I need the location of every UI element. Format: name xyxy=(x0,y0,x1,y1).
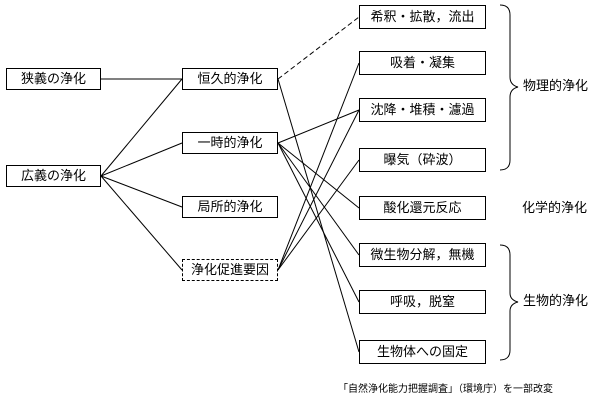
edge-broad-temporary xyxy=(100,142,183,177)
node-adsorption-aggregation: 吸着・凝集 xyxy=(359,51,486,75)
edge-promote-adsorption xyxy=(277,62,360,271)
node-local-purification: 局所的浄化 xyxy=(182,196,278,218)
group-chemical-purification: 化学的浄化 xyxy=(522,201,588,216)
node-sedimentation-filtration: 沈降・堆積・濾過 xyxy=(359,98,486,122)
node-broad-purification: 広義の浄化 xyxy=(6,165,101,187)
node-respiration-denitrification: 呼吸，脱窒 xyxy=(359,290,486,314)
node-dilution-diffusion: 希釈・拡散，流出 xyxy=(359,5,486,29)
node-temporary-purification: 一時的浄化 xyxy=(182,132,278,154)
node-biological-fixation: 生物体への固定 xyxy=(359,340,486,364)
edge-broad-permanent xyxy=(100,78,183,177)
edge-temporary-sedimentation xyxy=(277,109,360,144)
node-aeration: 曝気（砕波） xyxy=(359,148,486,172)
node-narrow-purification: 狭義の浄化 xyxy=(6,68,101,90)
brace-biological xyxy=(499,244,519,361)
brace-physical xyxy=(499,4,519,171)
edge-broad-promote xyxy=(100,175,183,271)
group-biological-purification: 生物的浄化 xyxy=(523,294,589,309)
source-caption: 「自然浄化能力把握調査」（環境庁）を一部改変 xyxy=(338,384,553,395)
edge-permanent-dilution xyxy=(277,16,360,80)
node-promotion-factor: 浄化促進要因 xyxy=(182,259,278,281)
node-microbial-decomposition: 微生物分解，無機 xyxy=(359,243,486,267)
edge-broad-local xyxy=(100,175,183,208)
node-permanent-purification: 恒久的浄化 xyxy=(182,68,278,90)
edge-promote-sedimentation xyxy=(277,109,360,271)
node-redox-reaction: 酸化還元反応 xyxy=(359,196,486,220)
edge-promote-aeration xyxy=(277,159,360,271)
edge-temporary-respiration xyxy=(277,142,360,303)
edge-temporary-redox xyxy=(277,142,360,209)
edge-temporary-microbial xyxy=(277,142,360,256)
group-physical-purification: 物理的浄化 xyxy=(523,79,589,94)
